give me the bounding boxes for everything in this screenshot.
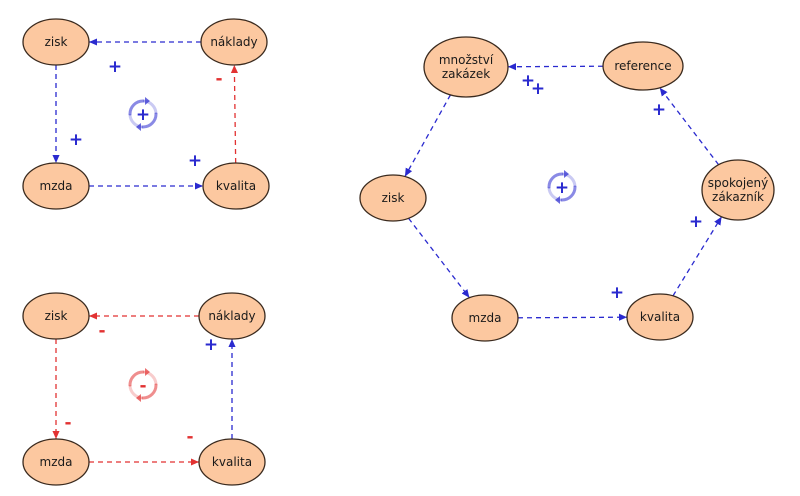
loop-c-node-zisk[interactable]: zisk [359, 174, 427, 222]
loop-b-node-kvalita[interactable]: kvalita [198, 438, 266, 486]
loop-b-polarity-kvalita-to-naklady: + [204, 335, 218, 355]
loop-b-node-mzda[interactable]: mzda [22, 438, 90, 486]
loop-a-node-mzda-label: mzda [40, 179, 73, 193]
loop-c-node-mnozstvi-label: zakázek [442, 67, 490, 81]
loop-a-arrow-kvalita-to-naklady [230, 64, 239, 164]
loop-a-polarity-naklady-to-zisk: + [69, 130, 83, 150]
loop-a-node-zisk-shape [22, 18, 90, 66]
loop-c-polarity-kvalita-to-spokojeny: + [689, 212, 703, 232]
loop-c-node-mnozstvi-shape [423, 36, 509, 98]
loop-b-node-mzda-shape [22, 438, 90, 486]
svg-text:+: + [136, 105, 150, 125]
loop-c-node-reference-shape [602, 41, 684, 91]
loop-a-node-zisk[interactable]: zisk [22, 18, 90, 66]
loop-b-node-mzda-label: mzda [40, 455, 73, 469]
loop-a-polarity-kvalita-to-naklady: - [215, 69, 222, 89]
loop-c-node-kvalita-label: kvalita [640, 310, 680, 324]
loop-c-node-mzda[interactable]: mzda [451, 294, 519, 342]
loop-c-node-mzda-label: mzda [469, 311, 502, 325]
loop-b-polarity-naklady-to-zisk: - [98, 321, 105, 341]
loop-c-polarity-reference-to-mnozstvi: + [531, 79, 545, 99]
loop-c-polarity-extra-0: + [521, 71, 535, 91]
loop-b-loop-balancing-icon: - [128, 368, 158, 402]
loop-b-node-naklady-label: náklady [208, 309, 255, 323]
loop-c-node-kvalita[interactable]: kvalita [626, 293, 694, 341]
loop-a-node-naklady[interactable]: náklady [200, 18, 268, 66]
loop-c-arrow-mzda-to-kvalita [517, 313, 628, 321]
svg-text:-: - [139, 376, 146, 396]
loop-c-arrow-reference-to-mnozstvi [507, 63, 604, 71]
loop-a-polarity-mzda-to-kvalita: + [188, 151, 202, 171]
loop-c-node-zisk-label: zisk [382, 191, 405, 205]
loop-b-node-zisk-shape [22, 292, 90, 340]
loop-c-polarity-mzda-to-kvalita: + [610, 283, 624, 303]
loop-c-polarity-spokojeny-to-reference: + [652, 100, 666, 120]
loop-c-node-reference-label: reference [614, 59, 671, 73]
loop-a-node-naklady-label: náklady [210, 35, 257, 49]
loop-c-node-mzda-shape [451, 294, 519, 342]
loop-a-polarity-zisk-to-mzda: + [108, 57, 122, 77]
loop-c-node-mnozstvi-label: množství [439, 53, 494, 67]
svg-text:+: + [555, 178, 569, 198]
loop-a-node-mzda[interactable]: mzda [22, 162, 90, 210]
loop-a-loop-reinforcing-icon: + [128, 97, 158, 131]
loop-c-node-kvalita-shape [626, 293, 694, 341]
loop-a-node-zisk-label: zisk [45, 35, 68, 49]
loop-c-arrow-kvalita-to-spokojeny [672, 216, 723, 297]
loop-a-node-kvalita-label: kvalita [216, 179, 256, 193]
loop-c-node-reference[interactable]: reference [602, 41, 684, 91]
loop-b-node-zisk[interactable]: zisk [22, 292, 90, 340]
loop-c-arrow-spokojeny-to-reference [659, 87, 720, 166]
loop-b-node-naklady-shape [198, 292, 266, 340]
loop-c-node-zisk-shape [359, 174, 427, 222]
loop-b-node-zisk-label: zisk [45, 309, 68, 323]
loop-c-node-spokojeny-shape [701, 159, 775, 221]
loop-b-node-kvalita-label: kvalita [212, 455, 252, 469]
loop-c-arrow-mnozstvi-to-zisk [404, 94, 452, 177]
loop-a-node-mzda-shape [22, 162, 90, 210]
loop-b-node-naklady[interactable]: náklady [198, 292, 266, 340]
loop-c-loop-reinforcing-icon: + [547, 170, 577, 204]
loop-b-polarity-mzda-to-kvalita: - [186, 427, 193, 447]
loop-b-polarity-zisk-to-mzda: - [64, 413, 71, 433]
loop-a-node-naklady-shape [200, 18, 268, 66]
loop-c-arrow-zisk-to-mzda [408, 217, 470, 299]
loop-a-node-kvalita-shape [202, 162, 270, 210]
loop-c-node-spokojeny-label: spokojený [708, 176, 769, 190]
loop-c-node-spokojeny-label: zákazník [712, 190, 764, 204]
loop-b-node-kvalita-shape [198, 438, 266, 486]
loop-a-node-kvalita[interactable]: kvalita [202, 162, 270, 210]
